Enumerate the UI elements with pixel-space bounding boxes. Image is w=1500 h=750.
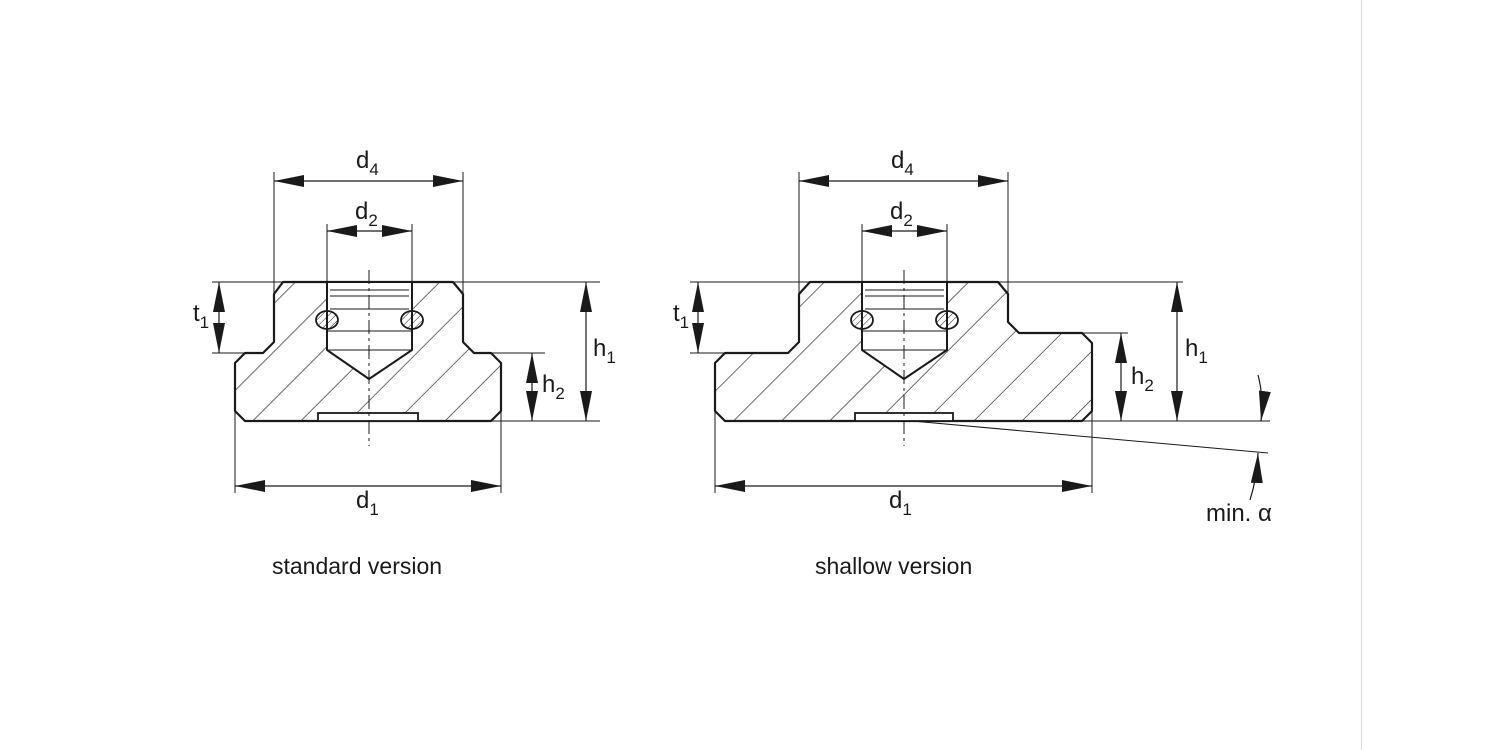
standard-h2-label: h2	[542, 371, 565, 403]
standard-h1-label: h1	[593, 335, 616, 367]
standard-t1-label: t1	[193, 300, 209, 332]
standard-o-ring-left	[315, 310, 339, 330]
page-edge-line	[1361, 0, 1362, 750]
standard-d4-label: d4	[356, 147, 379, 179]
shallow-angle-label: min. α	[1206, 500, 1272, 527]
shallow-d1-label: d1	[889, 487, 912, 519]
shallow-h2-label: h2	[1131, 363, 1154, 395]
shallow-caption: shallow version	[815, 553, 972, 579]
shallow-extension-lines	[690, 172, 1270, 493]
shallow-d2-label: d2	[890, 198, 913, 230]
standard-version-view: d4 d2 d1 t1 h1 h2 standard version	[193, 147, 616, 579]
shallow-h1-label: h1	[1185, 335, 1208, 367]
standard-d1-label: d1	[356, 487, 379, 519]
standard-base-slot	[317, 412, 419, 422]
shallow-o-ring-right	[935, 310, 959, 330]
standard-caption: standard version	[272, 553, 442, 579]
standard-d2-label: d2	[355, 198, 378, 230]
shallow-angle-dimension	[1249, 374, 1271, 501]
shallow-d4-label: d4	[891, 147, 914, 179]
shallow-t1-label: t1	[673, 300, 689, 332]
standard-o-ring-right	[400, 310, 424, 330]
shallow-o-ring-left	[850, 310, 874, 330]
shallow-version-view: d4 d2 d1 t1 h1 h2 min. α shallow version	[673, 147, 1272, 579]
